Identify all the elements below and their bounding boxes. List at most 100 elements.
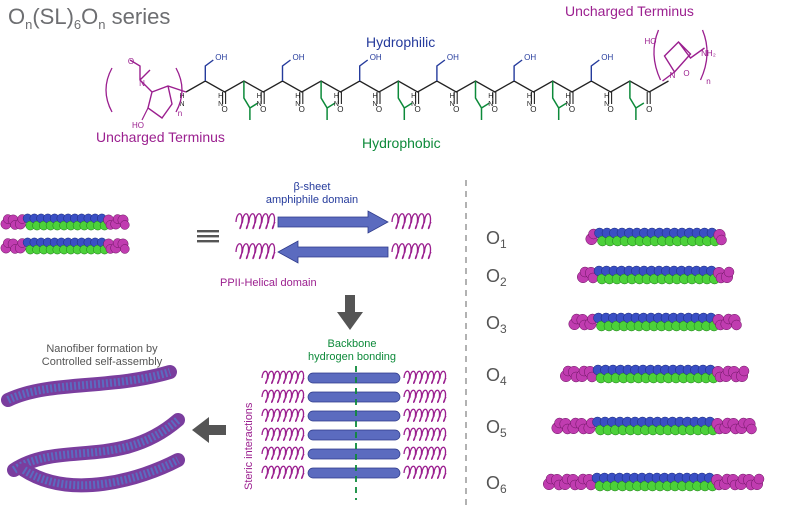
nh-label: H (450, 93, 455, 100)
nh-label: N (295, 101, 300, 108)
ppii-helix-coil (391, 213, 432, 230)
serine-side-chain (281, 59, 291, 81)
nh-label: H (411, 93, 416, 100)
uncharged-terminus-right-label: Uncharged Terminus (565, 3, 694, 19)
nh-label: N (179, 101, 184, 108)
right-n-subscript: n (706, 77, 710, 86)
carbonyl-o: O (569, 105, 575, 114)
ppii-helix-coil (403, 465, 447, 480)
nh-label: N (372, 101, 377, 108)
nh-label: N (527, 101, 532, 108)
nanofiber-ribbon (7, 413, 185, 477)
ppii-helix-coil (261, 389, 305, 404)
leucine-side-chain (551, 81, 568, 120)
ppii-helix-coil (403, 427, 447, 442)
left-paren (105, 67, 113, 113)
terminus-sphere (731, 319, 742, 331)
bilayer-assembly (0, 213, 130, 255)
ppii-helix-coil (261, 408, 305, 423)
nanofiber-core (21, 456, 180, 490)
left-ho-bond (141, 107, 149, 121)
beta-strand-bar (307, 372, 401, 384)
ppii-label: PPII-Helical domain (220, 277, 317, 289)
serine-oh: OH (524, 53, 536, 62)
leucine-side-chain (474, 81, 490, 120)
series-label: O4 (486, 365, 507, 388)
left-acetyl-o: O (128, 57, 134, 66)
ppii-helix-coil (235, 243, 276, 260)
serine-oh: OH (447, 53, 459, 62)
right-right-paren (699, 29, 708, 81)
nh-label: H (372, 93, 377, 100)
right-paren (175, 67, 183, 113)
uncharged-terminus-left-label: Uncharged Terminus (96, 129, 225, 145)
right-ho: HO (645, 37, 657, 46)
serine-oh: OH (293, 53, 305, 62)
nh-label: N (450, 101, 455, 108)
carbonyl-o: O (221, 105, 227, 114)
nh-label: N (218, 101, 223, 108)
steric-interactions-label: Steric interactions (243, 402, 255, 490)
right-proline-n: N (670, 71, 676, 80)
nanofiber-core (6, 368, 172, 404)
right-left-paren (653, 29, 662, 81)
ppii-helix-coil (261, 370, 305, 385)
nh-label: H (604, 93, 609, 100)
hydrophobic-label: Hydrophobic (362, 135, 441, 151)
terminus-sphere (753, 473, 765, 485)
series-label: O2 (486, 266, 507, 289)
left-proline-n: N (139, 79, 145, 88)
nh-label: H (218, 93, 223, 100)
beta-sheet-label-line2: amphiphile domain (266, 194, 358, 206)
serine-side-chain (513, 59, 523, 81)
carbonyl-o: O (530, 105, 536, 114)
carbonyl-o: O (607, 105, 613, 114)
right-o: O (683, 69, 689, 78)
leucine-side-chain (243, 81, 259, 120)
ppii-helix-coil (403, 370, 447, 385)
carbonyl-o: O (492, 105, 498, 114)
right-proline-ring (662, 41, 705, 82)
nh-label: N (411, 101, 416, 108)
nh-label: H (257, 93, 262, 100)
nh-label: H (565, 93, 570, 100)
series-label: O1 (486, 228, 507, 251)
hydrophilic-label: Hydrophilic (366, 34, 435, 50)
terminus-sphere (120, 244, 130, 254)
beta-strand-bar (307, 448, 401, 460)
nanofiber-label-line1: Nanofiber formation by (46, 343, 158, 355)
ppii-helix-coil (391, 243, 432, 260)
left-n-subscript: n (178, 109, 182, 118)
carbonyl-o: O (646, 105, 652, 114)
series-label: O6 (486, 473, 507, 496)
serine-oh: OH (601, 53, 613, 62)
serine-side-chain (359, 59, 369, 81)
carbonyl-o: O (337, 105, 343, 114)
carbonyl-o: O (414, 105, 420, 114)
beta-sheet-domain (235, 210, 432, 264)
right-nh2: NH₂ (701, 49, 716, 58)
beta-strand-bar (307, 410, 401, 422)
serine-side-chain (436, 59, 446, 81)
peptide-backbone (185, 80, 669, 93)
backbone-label-line2: hydrogen bonding (308, 351, 396, 363)
ppii-helix-coil (403, 408, 447, 423)
terminus-sphere (738, 365, 750, 377)
nh-label: N (604, 101, 609, 108)
terminus-sphere (746, 423, 757, 435)
nh-label: H (334, 93, 339, 100)
nanofiber-label-line2: Controlled self-assembly (42, 356, 163, 368)
leucine-side-chain (629, 81, 645, 120)
nh-label: H (295, 93, 300, 100)
down-arrow-icon (337, 295, 363, 330)
ppii-helix-coil (403, 446, 447, 461)
serine-oh: OH (370, 53, 382, 62)
equivalence-sign (197, 230, 219, 243)
carbonyl-o: O (299, 105, 305, 114)
nanofiber-core (11, 416, 181, 474)
series-label: O3 (486, 313, 507, 336)
left-arrow-icon (192, 417, 226, 443)
